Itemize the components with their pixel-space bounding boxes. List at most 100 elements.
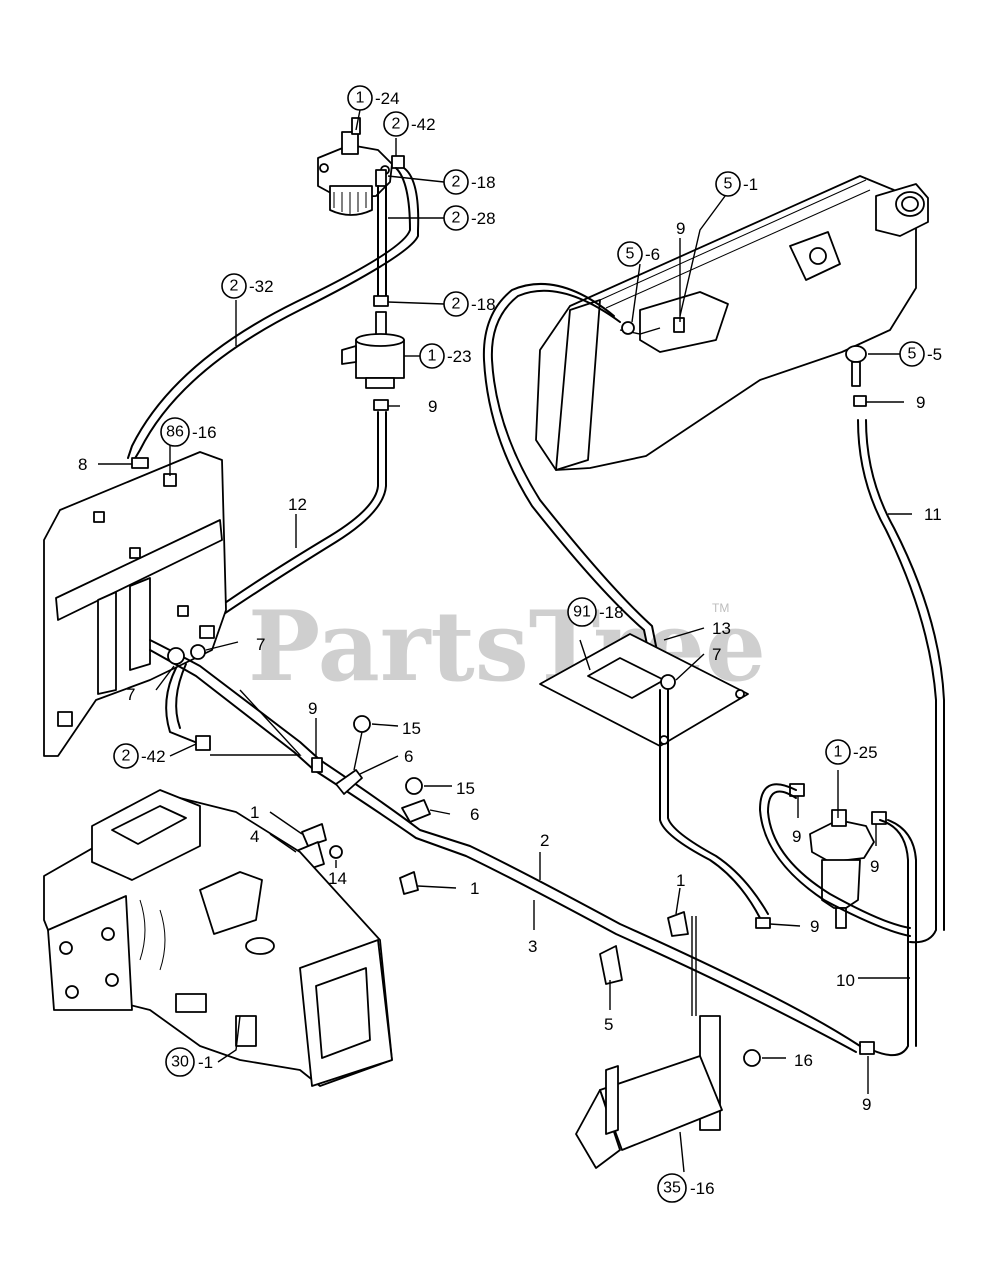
svg-text:-1: -1: [743, 175, 758, 194]
svg-text:91: 91: [573, 604, 591, 621]
clip-2-18-mid[interactable]: [373, 295, 389, 307]
label-8: 8: [78, 455, 87, 474]
clip-2-18-top[interactable]: [375, 169, 387, 187]
svg-text:-16: -16: [192, 423, 217, 442]
clip-9-d[interactable]: [859, 1041, 875, 1055]
clip-8[interactable]: [131, 457, 149, 469]
label-1-c: 1: [676, 871, 685, 890]
callout-30-1: 30 -1: [165, 1047, 213, 1077]
svg-text:-5: -5: [927, 345, 942, 364]
fuel-pump-top[interactable]: [317, 117, 393, 216]
label-14: 14: [328, 869, 347, 888]
clamp-1-c[interactable]: [667, 911, 689, 937]
bracket-6-a[interactable]: [335, 769, 363, 795]
fuel-filter-1-25[interactable]: [809, 809, 875, 929]
callout-2-18-top: 2 -18: [443, 169, 496, 195]
label-16: 16: [794, 1051, 813, 1070]
svg-text:-32: -32: [249, 277, 274, 296]
svg-text:-24: -24: [375, 89, 400, 108]
label-9-b: 9: [308, 699, 317, 718]
bolt-14[interactable]: [329, 845, 343, 859]
svg-text:5: 5: [908, 346, 917, 363]
svg-text:2: 2: [122, 748, 131, 765]
svg-text:2: 2: [452, 296, 461, 313]
bracket-35-16[interactable]: [575, 916, 723, 1169]
fitting-7-plate[interactable]: [660, 674, 676, 690]
svg-text:-42: -42: [411, 115, 436, 134]
svg-text:-1: -1: [198, 1053, 213, 1072]
callout-1-24: 1 -24: [347, 85, 400, 111]
bolt-16[interactable]: [743, 1049, 761, 1067]
label-12: 12: [288, 495, 307, 514]
fuel-pipe-2[interactable]: [149, 639, 861, 1047]
fitting-7-left-a[interactable]: [167, 647, 185, 665]
hose-12[interactable]: [199, 411, 379, 627]
hose-2-32[interactable]: [133, 167, 420, 461]
clip-9-tank-right[interactable]: [853, 395, 867, 407]
hose-11[interactable]: [857, 419, 937, 944]
bolt-15-a[interactable]: [353, 715, 371, 733]
leader-lines: [98, 109, 912, 1173]
label-9-tank: 9: [676, 219, 685, 238]
callout-5-5: 5 -5: [899, 341, 942, 367]
svg-text:1: 1: [428, 348, 437, 365]
callout-2-42-top: 2 -42: [383, 111, 436, 137]
hose-filter-loop[interactable]: [759, 783, 911, 937]
label-9-filter-right: 9: [870, 857, 879, 876]
clamp-1-a[interactable]: [301, 823, 327, 847]
svg-text:-18: -18: [599, 603, 624, 622]
bolt-15-b[interactable]: [405, 777, 423, 795]
label-2: 2: [540, 831, 549, 850]
svg-text:2: 2: [452, 174, 461, 191]
transmission-30-1[interactable]: [43, 789, 393, 1087]
clip-2-42-top[interactable]: [391, 155, 405, 169]
fitting-5-6[interactable]: [621, 321, 635, 335]
clip-9-pump[interactable]: [373, 399, 389, 411]
label-9-c: 9: [810, 917, 819, 936]
bracket-6-b[interactable]: [401, 799, 431, 823]
callout-1-23: 1 -23: [419, 343, 472, 369]
label-4: 4: [250, 827, 259, 846]
bracket-5[interactable]: [599, 945, 623, 985]
clamp-1-b[interactable]: [399, 871, 419, 895]
svg-text:86: 86: [166, 424, 184, 441]
hose-to-filter[interactable]: [659, 689, 761, 919]
label-9-right: 9: [916, 393, 925, 412]
fitting-5-5[interactable]: [845, 345, 867, 387]
label-9-a: 9: [428, 397, 437, 416]
callout-1-25: 1 -25: [825, 739, 878, 765]
fitting-7-left-b[interactable]: [190, 644, 206, 660]
watermark-tm: TM: [712, 601, 729, 615]
label-9-d: 9: [862, 1095, 871, 1114]
callout-86-16: 86 -16: [160, 417, 217, 447]
hose-2-42-bot[interactable]: [165, 667, 201, 745]
svg-text:-6: -6: [645, 245, 660, 264]
plate-91-18[interactable]: [539, 633, 749, 747]
svg-text:2: 2: [452, 210, 461, 227]
fuel-pipe-3[interactable]: [149, 649, 857, 1053]
label-9-filter-left: 9: [792, 827, 801, 846]
hose-13[interactable]: [490, 289, 663, 677]
svg-text:5: 5: [724, 176, 733, 193]
clip-9-c[interactable]: [755, 917, 771, 929]
hose-10[interactable]: [871, 819, 909, 1057]
label-11: 11: [924, 505, 942, 524]
callout-5-6: 5 -6: [617, 241, 660, 267]
label-7-b: 7: [126, 685, 135, 704]
label-7-c: 7: [712, 645, 721, 664]
callout-5-1: 5 -1: [715, 171, 758, 197]
fuel-tank-5-1[interactable]: [535, 175, 929, 471]
svg-text:2: 2: [392, 116, 401, 133]
label-3: 3: [528, 937, 537, 956]
label-13: 13: [712, 619, 731, 638]
clip-2-42-bot[interactable]: [195, 735, 211, 751]
panel-86-16[interactable]: [43, 451, 227, 757]
callout-2-32: 2 -32: [221, 273, 274, 299]
svg-text:-42: -42: [141, 747, 166, 766]
svg-text:-28: -28: [471, 209, 496, 228]
svg-text:35: 35: [663, 1180, 681, 1197]
fuel-pump-1-23[interactable]: [341, 311, 405, 389]
svg-text:5: 5: [626, 246, 635, 263]
clip-9-b[interactable]: [311, 757, 323, 773]
